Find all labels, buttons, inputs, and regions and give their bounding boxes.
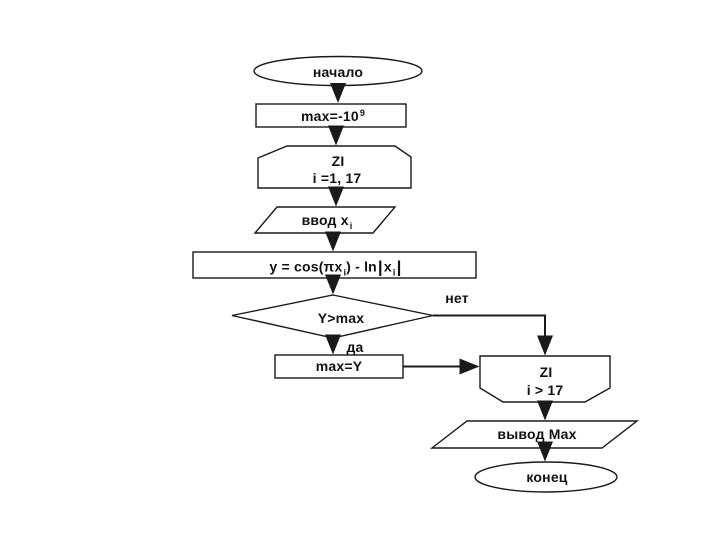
assign-label: max=Y (315, 358, 363, 374)
decision-label: Y>max (317, 310, 365, 326)
input-label-base: ввод x (301, 212, 349, 228)
init-label-base: max=-10 (300, 108, 359, 124)
loop-end-shape (479, 355, 611, 403)
input-label: ввод xi (301, 212, 353, 231)
edge-label-yes: да (346, 339, 364, 355)
loop-end-title: ZI (539, 364, 553, 380)
end-terminator-shape (474, 461, 618, 493)
formula-part1: y = cos(πx (269, 258, 343, 275)
loop-end-condition: i > 17 (526, 382, 564, 398)
formula-process-shape (192, 251, 477, 279)
edge-label-no: нет (445, 290, 469, 306)
loop-start-shape (257, 145, 412, 189)
output-parallelogram-shape (429, 420, 640, 449)
input-parallelogram-shape (253, 206, 397, 234)
output-label: вывод Max (497, 426, 577, 442)
end-label: конец (526, 469, 568, 485)
formula-abs-bar1: | (377, 257, 383, 277)
start-label: начало (312, 64, 364, 80)
loop-start-title: ZI (331, 153, 345, 169)
loop-start-condition: i =1, 17 (312, 170, 362, 186)
input-label-subscript: i (349, 221, 353, 231)
formula-abs-bar2: | (396, 257, 402, 277)
formula-label: y = cos(πxi) - ln|xi| (269, 257, 402, 278)
connector-decision-no (433, 314, 553, 356)
formula-part2: ) - ln (346, 258, 377, 275)
init-label-superscript: 9 (359, 108, 366, 118)
formula-subscript2: i (392, 267, 396, 278)
init-label: max=-109 (300, 108, 366, 124)
formula-part3: x (383, 258, 392, 275)
formula-subscript1: i (343, 267, 347, 278)
